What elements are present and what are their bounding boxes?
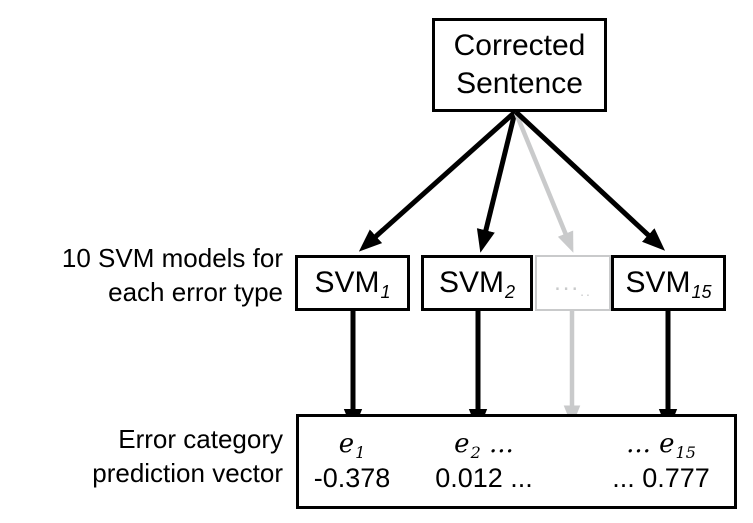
- vector-column-e2: e2 ... 0.012 ...: [394, 429, 574, 495]
- svm15-subscript: 15: [691, 281, 712, 302]
- svm1-label: SVM: [314, 266, 380, 299]
- e15-symbol: ... e15: [626, 429, 696, 462]
- svm1-subscript: 1: [380, 281, 391, 302]
- corrected-sentence-box: Corrected Sentence: [432, 18, 607, 112]
- e2-value: 0.012 ...: [435, 463, 533, 493]
- e15-subscript: 15: [675, 443, 696, 462]
- vector-column-e15: ... e15 ... 0.777: [571, 429, 751, 495]
- e2-subscript: 2: [470, 443, 481, 462]
- error-vector-label-line2: prediction vector: [92, 458, 283, 488]
- svm-ellipsis-box: .....: [535, 255, 611, 311]
- e1-subscript: 1: [355, 443, 366, 462]
- e1-symbol: e1: [338, 429, 366, 462]
- svm-ellipsis-sub-dots: ..: [580, 283, 592, 299]
- error-vector-label-line1: Error category: [118, 424, 283, 454]
- corrected-sentence-line1: Corrected: [453, 29, 586, 62]
- svm-models-label-line1: 10 SVM models for: [61, 243, 283, 273]
- svm-models-label-line2: each error type: [108, 277, 283, 307]
- arrow-sentence-to-svm15: [514, 110, 666, 251]
- arrow-sentence-to-svm1: [358, 110, 517, 252]
- e2-symbol: e2 ...: [454, 429, 514, 462]
- svm-ellipsis-dots: ...: [554, 269, 581, 296]
- e15-value: ... 0.777: [612, 463, 710, 493]
- e1-value: -0.378: [313, 463, 391, 493]
- svm2-subscript: 2: [505, 281, 516, 302]
- svm15-label: SVM: [625, 266, 691, 299]
- svm-models-label: 10 SVM models for each error type: [6, 241, 283, 309]
- arrow-sentence-to-svm-ellipsis: [513, 112, 574, 253]
- prediction-vector-box: e1 -0.378 e2 ... 0.012 ... ... e15 ... 0…: [296, 414, 737, 509]
- corrected-sentence-line2: Sentence: [456, 67, 583, 100]
- vector-column-e1: e1 -0.378: [262, 429, 442, 495]
- error-vector-label: Error category prediction vector: [6, 422, 283, 490]
- svm2-label: SVM: [438, 266, 504, 299]
- arrow-sentence-to-svm2: [476, 111, 518, 253]
